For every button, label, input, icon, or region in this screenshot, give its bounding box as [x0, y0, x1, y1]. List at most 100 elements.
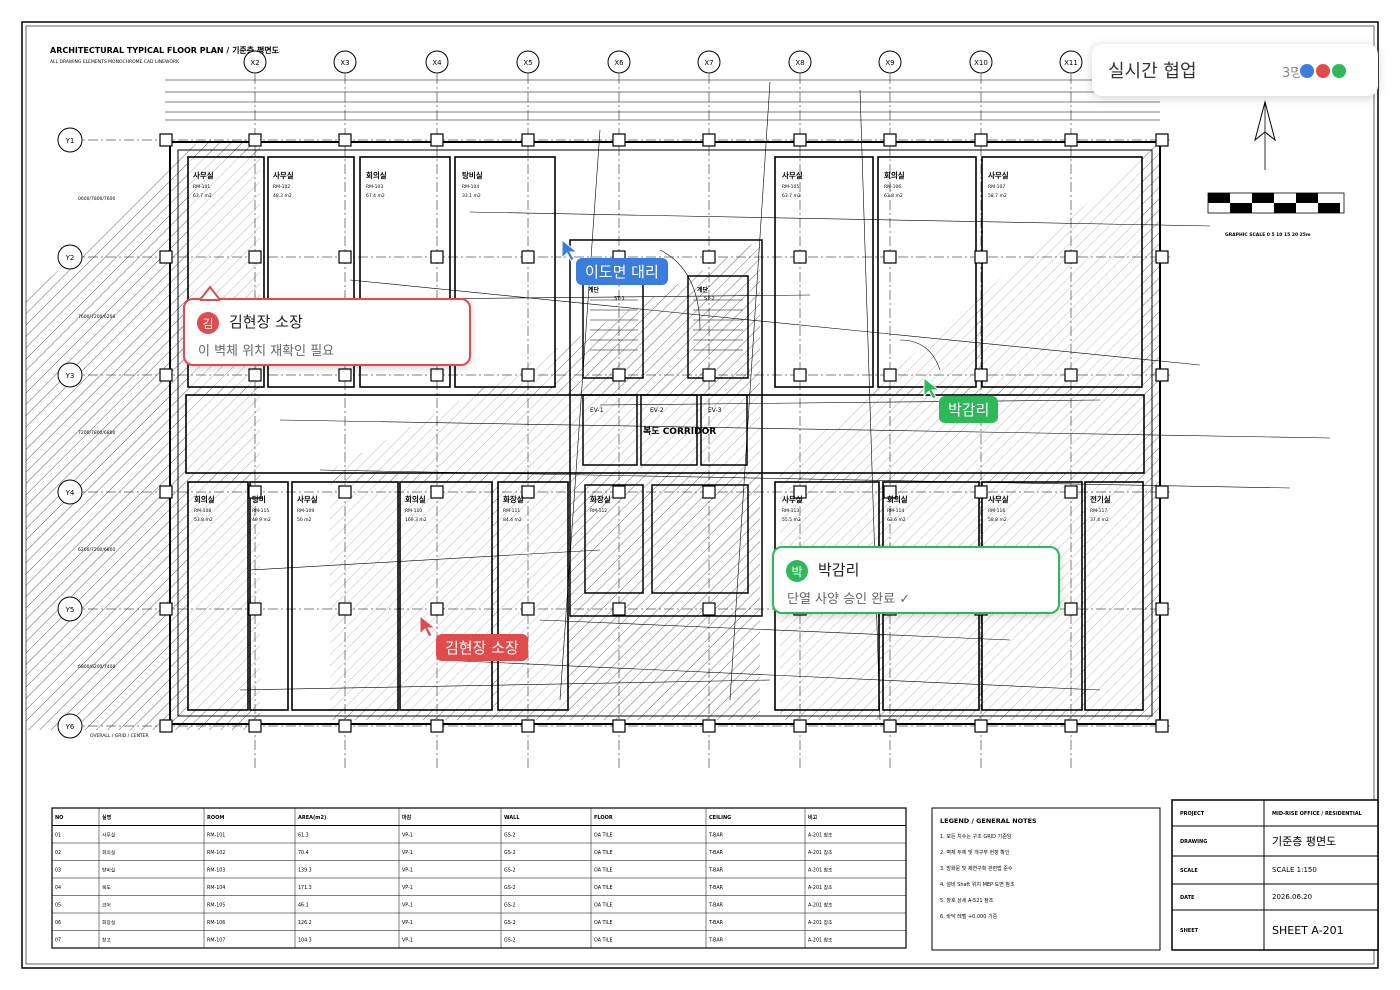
- title-block-label: PROJECT: [1180, 811, 1205, 817]
- corridor-label: 복도 CORRIDOR: [643, 426, 716, 437]
- schedule-cell: A-201 참조: [808, 919, 833, 926]
- room-name: 사무실: [273, 170, 294, 180]
- room-code: RM-117: [1090, 508, 1107, 514]
- schedule-cell: A-201 참조: [808, 832, 833, 839]
- grid-bubble-y4: [57, 479, 83, 505]
- schedule-cell: 복도: [102, 885, 111, 891]
- structural-column: [793, 133, 807, 147]
- schedule-cell: 05: [55, 903, 61, 909]
- room-name: 사무실: [782, 494, 803, 504]
- structural-column: [974, 719, 988, 733]
- room-name: 사무실: [297, 494, 318, 504]
- schedule-cell: T-BAR: [708, 938, 724, 944]
- schedule-cell: 회의실: [102, 849, 115, 856]
- structural-column: [883, 485, 897, 499]
- structural-column: [612, 133, 626, 147]
- schedule-cell: 70.4: [298, 850, 309, 856]
- schedule-cell: 104.3: [298, 938, 312, 944]
- graphic-scale-bar: [1207, 192, 1345, 214]
- comment-text: 단열 사양 승인 완료 ✓: [787, 592, 911, 607]
- cursor-label-park: 박감리: [939, 396, 999, 423]
- structural-column: [159, 485, 173, 499]
- schedule-cell: OA TILE: [594, 938, 613, 944]
- comment-card-park[interactable]: 박 박감리 단열 사양 승인 완료 ✓: [772, 546, 1060, 614]
- elevator-label-3: EV-3: [708, 407, 722, 414]
- structural-column: [521, 250, 535, 264]
- structural-column: [702, 250, 716, 264]
- structural-column: [793, 485, 807, 499]
- room-area: 58.7 m2: [988, 193, 1007, 199]
- grid-label-x5: X5: [523, 59, 532, 67]
- room-name: 회의실: [366, 170, 387, 180]
- schedule-cell: VP-1: [402, 938, 413, 944]
- structural-column: [248, 368, 262, 382]
- structural-column: [338, 133, 352, 147]
- legend-note: 6. 바닥 레벨 +0.000 기준: [940, 913, 998, 920]
- legend-note: 4. 설비 Shaft 위치 MEP 도면 참조: [940, 881, 1015, 888]
- comment-avatar: 김: [197, 312, 219, 334]
- legend-title: LEGEND / GENERAL NOTES: [940, 817, 1037, 825]
- structural-column: [248, 485, 262, 499]
- structural-column: [338, 368, 352, 382]
- structural-column: [612, 719, 626, 733]
- cursor-label-kim: 김현장 소장: [436, 634, 528, 661]
- schedule-cell: OA TILE: [594, 850, 613, 856]
- schedule-cell: VP-1: [402, 833, 413, 839]
- structural-column: [883, 719, 897, 733]
- comment-text: 이 벽체 위치 재확인 필요: [198, 344, 335, 359]
- schedule-cell: RM-106: [207, 920, 225, 926]
- comment-card-kim[interactable]: 김 김현장 소장 이 벽체 위치 재확인 필요: [183, 298, 471, 366]
- graphic-scale-label: GRAPHIC SCALE 0 5 10 15 20 25m: [1225, 232, 1311, 238]
- structural-column: [793, 250, 807, 264]
- structural-column: [521, 719, 535, 733]
- grid-bubble-x5: [516, 50, 540, 74]
- room-code: RM-103: [366, 184, 383, 190]
- title-block-label: SCALE: [1180, 868, 1198, 874]
- schedule-cell: 03: [55, 868, 61, 874]
- legend-box: [931, 807, 1161, 951]
- structural-column: [430, 368, 444, 382]
- title-block-value: 기준층 평면도: [1272, 835, 1336, 848]
- schedule-cell: T-BAR: [708, 833, 724, 839]
- structural-column: [883, 133, 897, 147]
- user-avatar-green[interactable]: [1330, 62, 1348, 80]
- schedule-cell: GS-2: [504, 868, 516, 874]
- schedule-header: ROOM: [207, 815, 224, 821]
- room-name: 사무실: [193, 170, 214, 180]
- schedule-header: AREA(m2): [298, 815, 326, 821]
- schedule-cell: VP-1: [402, 850, 413, 856]
- schedule-cell: 61.3: [298, 833, 309, 839]
- structural-column: [1064, 485, 1078, 499]
- structural-column: [248, 250, 262, 264]
- stair-label-1: 계단: [588, 286, 600, 294]
- structural-column: [974, 133, 988, 147]
- collab-user-count: 3명: [1282, 66, 1303, 81]
- cursor-label-lee: 이도면 대리: [576, 258, 668, 285]
- schedule-cell: 02: [55, 850, 61, 856]
- grid-label-x7: X7: [704, 59, 713, 67]
- collab-title: 실시간 협업: [1108, 61, 1197, 82]
- structural-column: [974, 485, 988, 499]
- room-code: RM-111: [503, 508, 520, 514]
- room-name: 회의실: [405, 494, 426, 504]
- structural-column: [430, 250, 444, 264]
- schedule-cell: GS-2: [504, 938, 516, 944]
- structural-column: [612, 368, 626, 382]
- room-code: RM-101: [193, 184, 210, 190]
- structural-column: [883, 368, 897, 382]
- realtime-collab-panel[interactable]: 실시간 협업 3명: [1092, 44, 1378, 96]
- room-area: 67.4 m2: [366, 193, 385, 199]
- structural-column: [248, 133, 262, 147]
- room-area: 37.4 m2: [1090, 517, 1109, 523]
- room-area: 49.9 m2: [252, 517, 271, 523]
- room-name: 사무실: [988, 494, 1009, 504]
- grid-label-y1: Y1: [65, 137, 75, 145]
- structural-column: [1155, 602, 1169, 616]
- grid-label-y3: Y3: [65, 372, 75, 380]
- structural-column: [521, 602, 535, 616]
- schedule-header: CEILING: [709, 815, 731, 821]
- cursor-arrow-icon: [561, 238, 578, 262]
